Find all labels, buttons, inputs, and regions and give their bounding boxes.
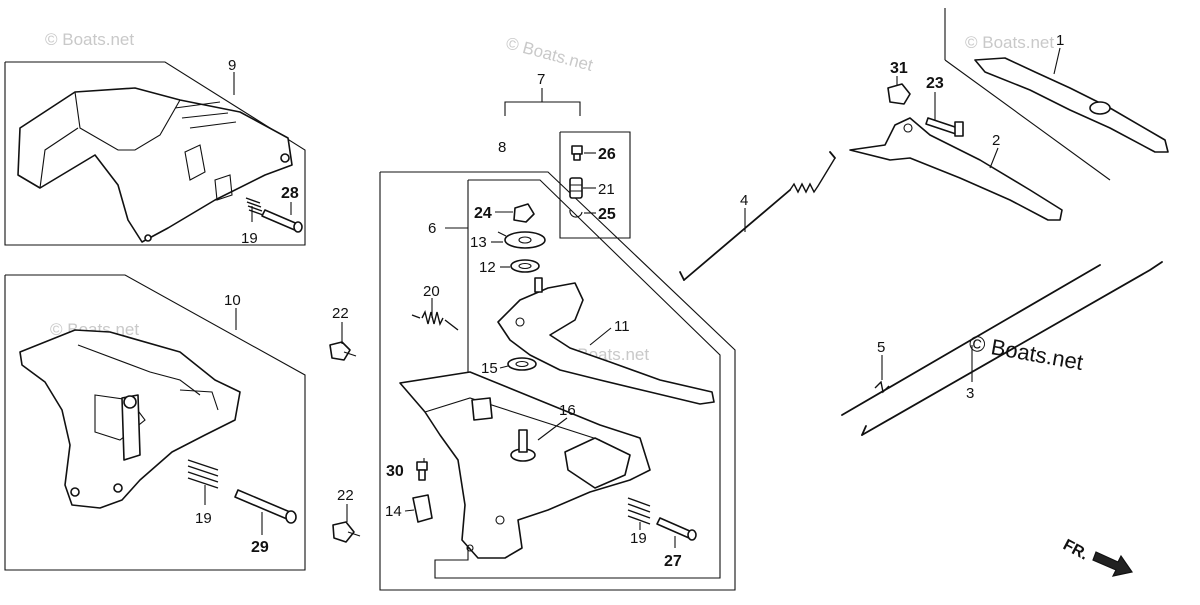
assembly-frame-9 xyxy=(4,61,306,246)
callout-11: 11 xyxy=(614,318,630,335)
callout-30: 30 xyxy=(386,463,404,480)
front-direction-indicator: FR. xyxy=(1060,537,1134,577)
part-21-joint xyxy=(569,177,583,199)
callout-24: 24 xyxy=(474,205,492,222)
callout-28: 28 xyxy=(281,185,299,202)
leader-lines xyxy=(204,47,1061,548)
part-22-nut-upper xyxy=(329,341,357,361)
callout-4: 4 xyxy=(740,192,748,209)
callout-5: 5 xyxy=(877,339,885,356)
part-23-bolt xyxy=(925,117,964,137)
part-20-spring xyxy=(411,309,459,331)
part-19-spring-lower-left xyxy=(187,459,219,489)
callout-31: 31 xyxy=(890,60,908,77)
part-24-nut xyxy=(513,203,535,223)
callout-27: 27 xyxy=(664,553,682,570)
callout-13: 13 xyxy=(470,234,487,251)
part-27-bolt xyxy=(656,517,697,541)
callout-12: 12 xyxy=(479,259,496,276)
part-5-cable xyxy=(841,264,1101,416)
watermark-top-center: © Boats.net xyxy=(504,34,595,75)
part-28-bolt xyxy=(261,209,303,233)
callout-19-upper: 19 xyxy=(241,230,258,247)
callout-15: 15 xyxy=(481,360,498,377)
callout-20: 20 xyxy=(423,283,440,300)
assembly-frame-6 xyxy=(434,179,721,579)
assembly-frame-10 xyxy=(4,274,306,571)
part-19-spring-center xyxy=(627,497,651,525)
callout-19-lower-left: 19 xyxy=(195,510,212,527)
assembly-frame-8 xyxy=(379,171,736,591)
part-30-screw xyxy=(416,461,428,481)
callout-22-upper: 22 xyxy=(332,305,349,322)
callout-26: 26 xyxy=(598,146,616,163)
part-29-bolt xyxy=(234,489,297,524)
callout-23: 23 xyxy=(926,75,944,92)
watermark-main: © Boats.net xyxy=(967,330,1085,375)
callout-25: 25 xyxy=(598,206,616,223)
part-3-rod xyxy=(861,261,1163,436)
part-13-plate xyxy=(497,231,546,249)
callout-labels: 9 10 28 19 22 19 29 22 7 8 6 24 13 12 20… xyxy=(195,32,1064,570)
callout-21: 21 xyxy=(598,181,615,198)
part-19-spring-upper xyxy=(245,197,264,216)
callout-19-center: 19 xyxy=(630,530,647,547)
part-1-arm xyxy=(944,8,1169,181)
callout-7: 7 xyxy=(537,71,545,88)
part-14-clip xyxy=(412,494,433,523)
callout-16: 16 xyxy=(559,402,576,419)
callout-2: 2 xyxy=(992,132,1000,149)
part-4-rod xyxy=(679,151,836,281)
part-9-cover xyxy=(17,87,293,243)
part-31-nut xyxy=(887,83,911,105)
callout-10: 10 xyxy=(224,292,241,309)
part-11-lever xyxy=(497,277,715,405)
part-15-washer xyxy=(507,357,537,371)
part-25-clip xyxy=(569,209,583,218)
watermark-top-left: © Boats.net xyxy=(45,30,134,49)
part-22-nut-lower xyxy=(332,521,361,543)
callout-22-lower: 22 xyxy=(337,487,354,504)
callout-9: 9 xyxy=(228,57,236,74)
part-16-base xyxy=(399,371,651,559)
callout-8: 8 xyxy=(498,139,506,156)
watermark-top-right: © Boats.net xyxy=(965,33,1054,52)
part-26-screw xyxy=(571,145,583,161)
front-arrow-icon xyxy=(1092,551,1134,577)
callout-3: 3 xyxy=(966,385,974,402)
callout-1: 1 xyxy=(1056,32,1064,49)
bracket-7 xyxy=(504,88,631,239)
callout-29: 29 xyxy=(251,539,269,556)
callout-14: 14 xyxy=(385,503,402,520)
part-10-bracket xyxy=(19,329,241,509)
front-label: FR. xyxy=(1060,537,1091,564)
callout-6: 6 xyxy=(428,220,436,237)
part-12-washer xyxy=(510,259,540,273)
part-2-lever xyxy=(849,117,1063,221)
